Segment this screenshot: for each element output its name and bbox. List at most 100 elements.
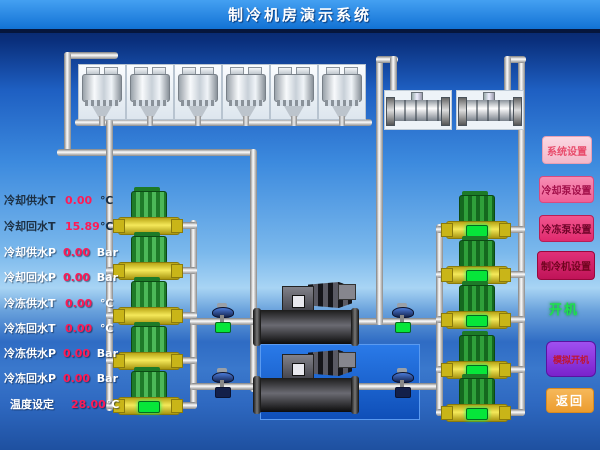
cooling-pump-1[interactable] <box>113 187 183 236</box>
pump-flange <box>441 313 453 327</box>
readout-cooling-return-temp: 冷却回水T 15.89℃ <box>4 218 118 234</box>
cooling-tower-4 <box>222 64 270 126</box>
readout-unit: Bar <box>96 371 118 385</box>
cooling-pump-4[interactable] <box>113 322 183 371</box>
hx-end-flange <box>441 97 450 126</box>
chilled-pump-1[interactable] <box>441 191 511 240</box>
valve-status-light <box>215 387 231 398</box>
valve-stem <box>220 315 224 323</box>
pump-cap <box>462 236 488 241</box>
cooling-pump-2[interactable] <box>113 232 183 281</box>
readout-label: 温度设定 <box>10 398 54 411</box>
chilled-pump-4[interactable] <box>441 331 511 380</box>
tower-louver <box>325 100 359 106</box>
chiller-aux-box <box>338 352 356 368</box>
pipe <box>504 56 526 63</box>
simulate-start-button[interactable]: 模拟开机 <box>546 341 596 377</box>
pump-cap <box>134 232 160 237</box>
pump-motor <box>459 335 495 363</box>
valve-status-light <box>395 322 411 333</box>
tower-louver <box>229 100 263 106</box>
readout-value: 15.89 <box>65 219 100 233</box>
pump-cap <box>134 277 160 282</box>
cooling-tower-1 <box>78 64 126 126</box>
pump-motor <box>131 236 167 264</box>
pipe <box>99 116 105 126</box>
pump-flange <box>171 264 183 278</box>
pump-motor <box>459 285 495 313</box>
pipe <box>291 116 297 126</box>
setpoint-value[interactable]: 28.00 <box>71 397 106 411</box>
chiller-settings-button[interactable]: 制冷机设置 <box>537 251 595 280</box>
tower-funnel <box>284 106 304 117</box>
readout-label: 冷冻供水P <box>4 347 57 360</box>
tower-funnel <box>140 106 160 117</box>
valve-chiller1-inlet[interactable] <box>209 303 235 333</box>
tower-body <box>130 74 170 102</box>
chilled-pump-2[interactable] <box>441 236 511 285</box>
tower-body <box>82 74 122 102</box>
pump-flange <box>441 363 453 377</box>
readout-label: 冷却供水T <box>4 194 56 207</box>
system-settings-button[interactable]: 系统设置 <box>542 136 592 164</box>
valve-chiller2-inlet[interactable] <box>209 368 235 398</box>
cooling-pump-3[interactable] <box>113 277 183 326</box>
chilled-pump-settings-button[interactable]: 冷冻泵设置 <box>539 215 594 242</box>
power-on-status-text: 开机 <box>549 303 580 318</box>
pipe <box>376 56 383 325</box>
pump-flange <box>113 399 125 413</box>
heat-exchanger-1 <box>384 90 452 130</box>
hx-flange-ribs <box>467 100 513 121</box>
readout-value: 0.00 <box>62 346 91 360</box>
cooling-pump-settings-button[interactable]: 冷却泵设置 <box>539 176 594 203</box>
back-button[interactable]: 返回 <box>546 388 594 413</box>
cooling-pump-5[interactable] <box>113 367 183 416</box>
readout-label: 冷冻供水T <box>4 297 56 310</box>
pipe <box>504 56 511 96</box>
pipe <box>75 119 372 126</box>
chiller-end-flange <box>253 308 261 346</box>
chiller-aux-box <box>338 284 356 300</box>
readout-label: 冷却回水T <box>4 220 56 233</box>
chiller-1[interactable] <box>253 282 359 346</box>
pump-motor <box>131 326 167 354</box>
pipe <box>64 52 118 59</box>
pump-status-light <box>466 315 488 327</box>
valve-stem <box>400 315 404 323</box>
hx-flange-ribs <box>395 100 441 121</box>
tower-body <box>274 74 314 102</box>
chiller-2[interactable] <box>253 350 359 414</box>
readout-label: 冷却回水P <box>4 271 57 284</box>
readout-unit: Bar <box>96 270 118 284</box>
tower-funnel <box>236 106 256 117</box>
pump-cap <box>134 187 160 192</box>
pump-flange <box>499 363 511 377</box>
pump-flange <box>499 406 511 420</box>
chilled-pump-5[interactable] <box>441 374 511 423</box>
pump-motor <box>131 371 167 399</box>
readout-unit: ℃ <box>100 296 114 310</box>
chilled-pump-3[interactable] <box>441 281 511 330</box>
pump-flange <box>499 223 511 237</box>
readout-unit: ℃ <box>106 397 120 411</box>
readout-value: 0.00 <box>65 321 93 335</box>
readout-unit: ℃ <box>100 219 114 233</box>
pump-cap <box>462 374 488 379</box>
valve-chiller2-outlet[interactable] <box>389 368 415 398</box>
pump-flange <box>113 354 125 368</box>
pump-cap <box>462 281 488 286</box>
page-title: 制冷机房演示系统 <box>227 6 372 24</box>
pipe <box>147 116 153 126</box>
pump-motor <box>131 281 167 309</box>
readout-unit: ℃ <box>100 193 114 207</box>
pump-flange <box>113 219 125 233</box>
cooling-tower-6 <box>318 64 366 126</box>
valve-chiller1-outlet[interactable] <box>389 303 415 333</box>
tower-funnel <box>188 106 208 117</box>
tower-funnel <box>332 106 352 117</box>
readout-label: 冷冻回水T <box>4 322 56 335</box>
